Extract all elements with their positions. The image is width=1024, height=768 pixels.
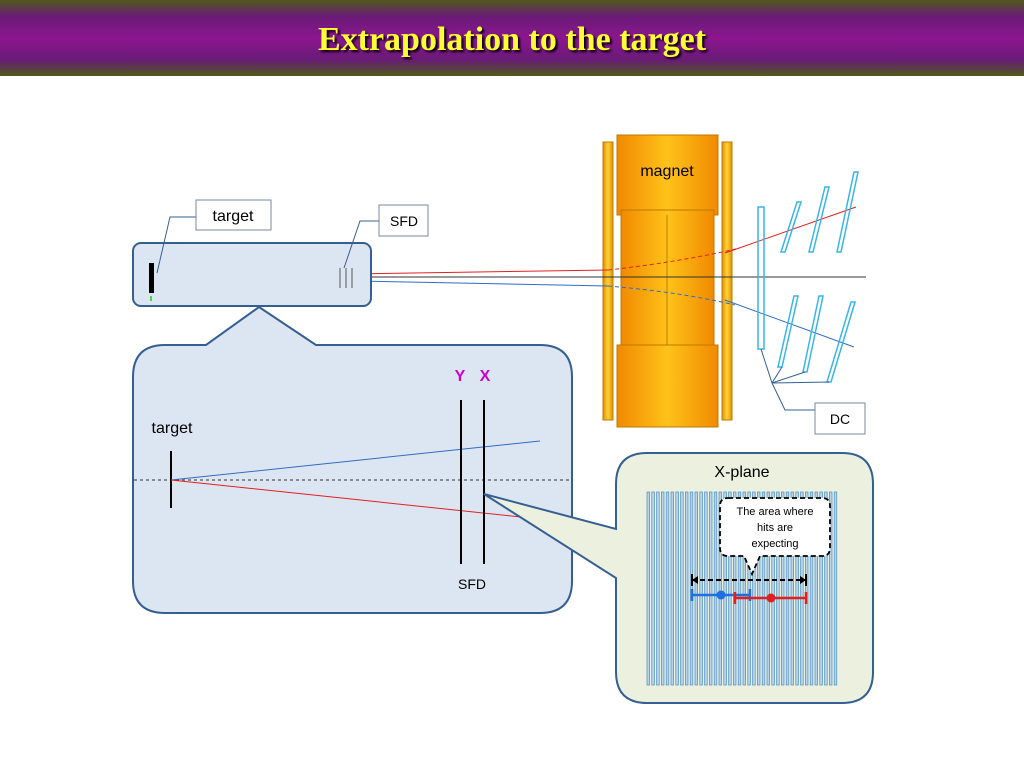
zoom-target-label: target [152,420,193,437]
expected-range-marker [691,574,807,586]
dc-callout-box [814,402,866,435]
xplane-strip [771,491,775,686]
xplane-strip [694,491,698,686]
slide-title: Extrapolation to the target [317,21,707,58]
plane-x-label: X [480,368,491,385]
expected-area-bubble [719,497,831,577]
bubble-line-2: hits are [757,522,793,534]
xplane-strip [689,491,694,686]
xplane-strips [646,491,838,686]
xplane-strip [805,491,809,686]
xplane-strip [728,491,732,686]
xplane-strip [785,491,790,686]
xplane-strip [752,491,756,686]
bubble-line-3: expecting [751,538,798,550]
xplane-strip [819,491,823,686]
title-bar [0,0,1024,76]
xplane-strip [651,491,655,686]
xplane-strip [656,491,660,686]
target-callout-box [195,199,272,231]
xplane-strip [833,491,838,686]
xplane-strip [800,491,804,686]
xplane-strip [665,491,670,686]
xplane-strip [766,491,770,686]
xplane-strip [718,491,722,686]
sfd-planes-overview [339,268,353,288]
zoom-sfd-label: SFD [458,576,486,592]
xplane-strip [704,491,708,686]
xplane-strip [680,491,684,686]
sfd-callout-box [378,204,429,237]
xplane-strip [809,491,814,686]
xplane-strip [776,491,780,686]
dc-callout-lines [760,348,830,411]
xplane-strip [661,491,665,686]
xplane-strip [829,491,833,686]
target-callout-label: target [213,208,254,225]
xplane-strip [699,491,703,686]
xplane-strip [733,491,737,686]
plane-y-label: Y [455,368,466,385]
xplane-strip [713,491,718,686]
xplane-strip [781,491,785,686]
magnet [602,134,733,428]
zoom-panel [132,305,573,614]
xplane-strip [675,491,679,686]
xplane-title: X-plane [714,464,769,481]
xplane-strip [790,491,794,686]
xplane-strip [646,491,650,686]
bubble-line-1: The area where [736,506,813,518]
sfd-callout-label: SFD [390,213,418,229]
xplane-strip [761,491,766,686]
xplane-strip [814,491,818,686]
xplane-strip [709,491,713,686]
xplane-strip [737,491,742,686]
xplane-strip [742,491,746,686]
xplane-strip [747,491,751,686]
target-region-panel [132,242,372,307]
sfd-callout-leader [343,220,379,269]
dc-callout-label: DC [830,411,850,427]
xplane-strip [685,491,689,686]
target-marker [149,263,154,293]
zoom-track-red [170,479,541,520]
xplane-strip [824,491,828,686]
zoom-track-blue [170,440,541,481]
xplane-strip [723,491,727,686]
red-hit-range [733,592,808,604]
xplane-strip [670,491,674,686]
xplane-strip [795,491,799,686]
xplane-strip [757,491,761,686]
drift-chambers [757,171,859,383]
target-callout-leader [156,216,196,274]
magnet-label: magnet [640,163,694,180]
